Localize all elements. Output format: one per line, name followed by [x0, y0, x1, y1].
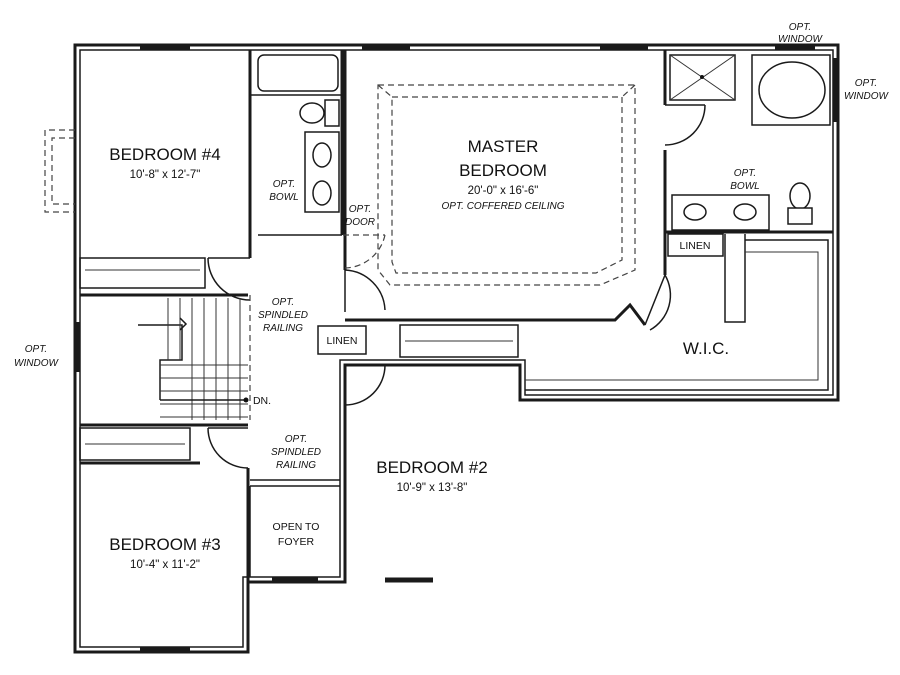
bedroom2-dims: 10'-9" x 13'-8": [397, 482, 468, 494]
opt-window-top-label-2: WINDOW: [778, 34, 823, 45]
opt-door-label-2: DOOR: [345, 217, 375, 228]
wic-name: W.I.C.: [683, 339, 729, 358]
coffer-corner-2: [621, 84, 636, 98]
wic-shelf-top: [525, 239, 829, 391]
coffered-ceiling-inner: [391, 96, 623, 274]
opt-bowl-hall-label-1: OPT.: [273, 179, 295, 190]
opt-bay-window: [44, 129, 75, 213]
open-foyer-label-1: OPEN TO: [273, 521, 320, 533]
master-name-line1: MASTER: [468, 137, 539, 156]
railing-top-label-3: RAILING: [263, 323, 303, 334]
master-sink-1: [683, 203, 707, 221]
bedroom2-name: BEDROOM #2: [376, 458, 487, 477]
stair-arrow: [179, 317, 188, 331]
opt-bay-window-inner: [51, 137, 75, 205]
master-door-swing: [644, 274, 672, 331]
opt-bowl-master-label-2: BOWL: [730, 181, 759, 192]
opt-window-top-label-1: OPT.: [789, 22, 811, 33]
hall-linen-closet: [317, 325, 367, 355]
hall-tub: [257, 54, 339, 92]
closet-bed4: [79, 257, 206, 289]
master-tub: [758, 61, 826, 119]
wic-shelf-left: [724, 234, 746, 323]
master-name-line2: BEDROOM: [459, 161, 547, 180]
master-hall-door-swing: [344, 269, 386, 312]
closet-bed3: [79, 427, 191, 461]
master-dims: 20'-0" x 16'-6": [468, 185, 539, 197]
opt-door-label-1: OPT.: [349, 204, 371, 215]
bed4-door-swing: [207, 257, 251, 301]
railing-top-label-1: OPT.: [272, 297, 294, 308]
opt-window-left-label-2: WINDOW: [14, 358, 59, 369]
bedroom4-dims: 10'-8" x 12'-7": [130, 169, 201, 181]
railing-bottom-label-1: OPT.: [285, 434, 307, 445]
coffer-corner-1: [377, 84, 393, 98]
opt-window-right-label-1: OPT.: [855, 78, 877, 89]
linen-master-closet: [667, 233, 724, 257]
hall-linen-label: LINEN: [327, 335, 358, 347]
railing-bottom-label-3: RAILING: [276, 460, 316, 471]
master-coffered-note: OPT. COFFERED CEILING: [442, 201, 565, 212]
stair-treads: [160, 298, 248, 420]
coffered-ceiling-outer: [377, 84, 636, 286]
stair-dn-dot: [243, 397, 249, 403]
opt-bowl-hall-label-2: BOWL: [269, 192, 298, 203]
master-toilet-tank: [787, 207, 813, 225]
stair-landing: [138, 324, 183, 400]
opt-door-swing: [343, 234, 386, 269]
wall-master-south: [345, 302, 647, 326]
hall-toilet-tank: [324, 99, 340, 127]
open-foyer-label-2: FOYER: [278, 536, 315, 548]
hall-sink-2-opt: [312, 180, 332, 206]
bedroom4-name: BEDROOM #4: [109, 145, 220, 164]
master-sink-2-opt: [733, 203, 757, 221]
shower-drain: [700, 75, 704, 79]
railing-top-label-2: SPINDLED: [258, 310, 308, 321]
bedroom3-dims: 10'-4" x 11'-2": [130, 559, 200, 571]
hall-toilet-bowl: [299, 102, 325, 124]
bed2-door-swing: [344, 364, 386, 406]
opt-window-right-label-2: WINDOW: [844, 91, 889, 102]
opt-bowl-master-label-1: OPT.: [734, 168, 756, 179]
spindled-railing-bottom: [250, 479, 340, 487]
master-toilet-bowl: [789, 182, 811, 210]
hall-sink-1: [312, 142, 332, 168]
exterior-wall-inner: [79, 49, 834, 648]
opt-window-left-label-1: OPT.: [25, 344, 47, 355]
stairs-dn-label: DN.: [253, 395, 271, 407]
master-linen-label: LINEN: [680, 240, 711, 252]
railing-bottom-label-2: SPINDLED: [271, 447, 321, 458]
bed3-door-swing: [207, 427, 249, 469]
closet-bed2: [399, 324, 519, 358]
wic-rod: [525, 251, 819, 381]
master-bath-door: [664, 104, 706, 146]
bedroom3-name: BEDROOM #3: [109, 535, 220, 554]
